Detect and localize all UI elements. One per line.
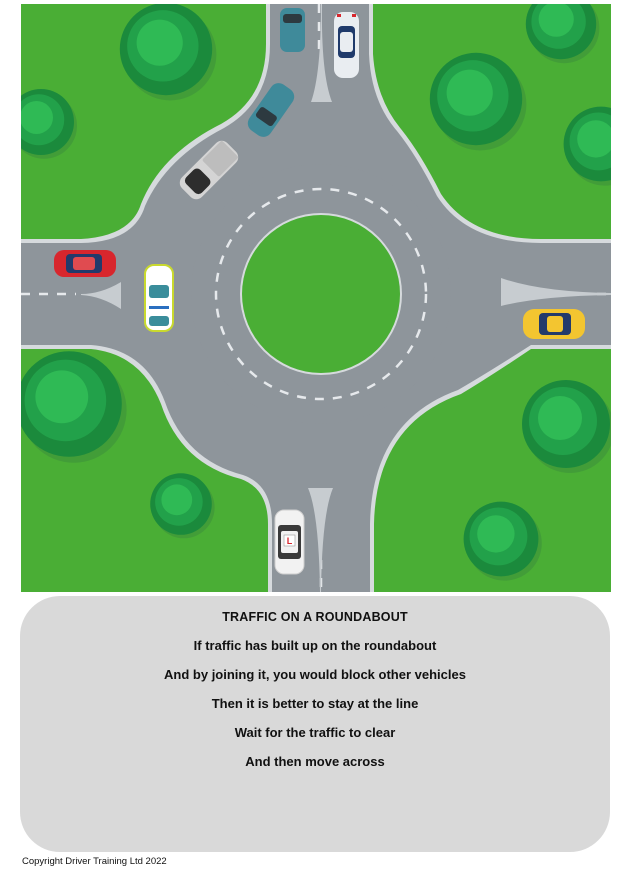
caption-line: If traffic has built up on the roundabou… <box>193 638 437 653</box>
copyright-notice: Copyright Driver Training Ltd 2022 <box>22 856 167 867</box>
splitter-island-west <box>81 282 121 309</box>
caption-line: Wait for the traffic to clear <box>234 725 396 740</box>
splitter-island-south <box>308 488 333 592</box>
svg-text:L: L <box>287 536 293 546</box>
caption-line: Then it is better to stay at the line <box>211 696 419 711</box>
caption-panel: TRAFFIC ON A ROUNDABOUT If traffic has b… <box>20 596 610 852</box>
caption-title: TRAFFIC ON A ROUNDABOUT <box>222 610 408 624</box>
car-teal-north-exit <box>280 8 305 52</box>
splitter-island-east <box>501 278 611 306</box>
splitter-island-north <box>311 4 332 102</box>
circulating-lane-marking <box>214 187 428 401</box>
roundabout-illustration: L <box>21 4 611 592</box>
caption-line: And by joining it, you would block other… <box>164 667 466 682</box>
car-white-north-waiting <box>334 12 359 78</box>
caption-line: And then move across <box>245 754 385 769</box>
car-red-west-exit <box>54 250 116 277</box>
learner-plate-icon <box>283 534 296 547</box>
car-learner-south-waiting: L <box>274 509 305 575</box>
car-teal-circulating <box>247 83 295 137</box>
car-silver-pickup <box>179 140 239 200</box>
car-police-circulating <box>144 264 174 332</box>
car-yellow-east-waiting <box>523 309 585 339</box>
